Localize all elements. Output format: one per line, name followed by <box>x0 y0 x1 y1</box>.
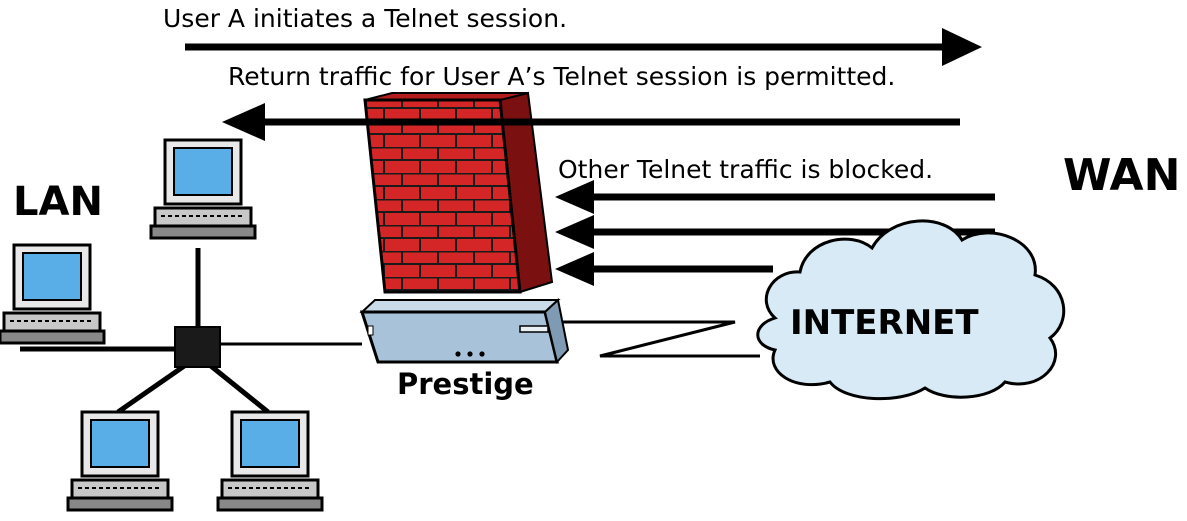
internet-cloud-icon <box>756 219 1066 401</box>
caption-user-a-initiates: User A initiates a Telnet session. <box>163 4 567 33</box>
computer-icon-user-a <box>149 138 257 240</box>
caption-other-blocked: Other Telnet traffic is blocked. <box>558 155 933 184</box>
prestige-device-icon <box>359 298 570 365</box>
computer-icon-bottom-left <box>66 410 174 512</box>
computer-icon-left <box>0 243 106 345</box>
wan-link <box>560 320 760 358</box>
prestige-label: Prestige <box>397 367 534 401</box>
arrow-outbound <box>185 28 982 66</box>
lan-wiring <box>20 248 362 415</box>
firewall-icon <box>363 91 554 294</box>
internet-label: INTERNET <box>790 303 979 343</box>
wan-label: WAN <box>1063 150 1180 201</box>
computer-icon-bottom-right <box>216 410 324 512</box>
caption-return-traffic: Return traffic for User A’s Telnet sessi… <box>228 62 895 91</box>
arrow-return-permitted <box>222 103 960 141</box>
hub-icon <box>174 326 221 368</box>
lan-label: LAN <box>13 179 103 225</box>
